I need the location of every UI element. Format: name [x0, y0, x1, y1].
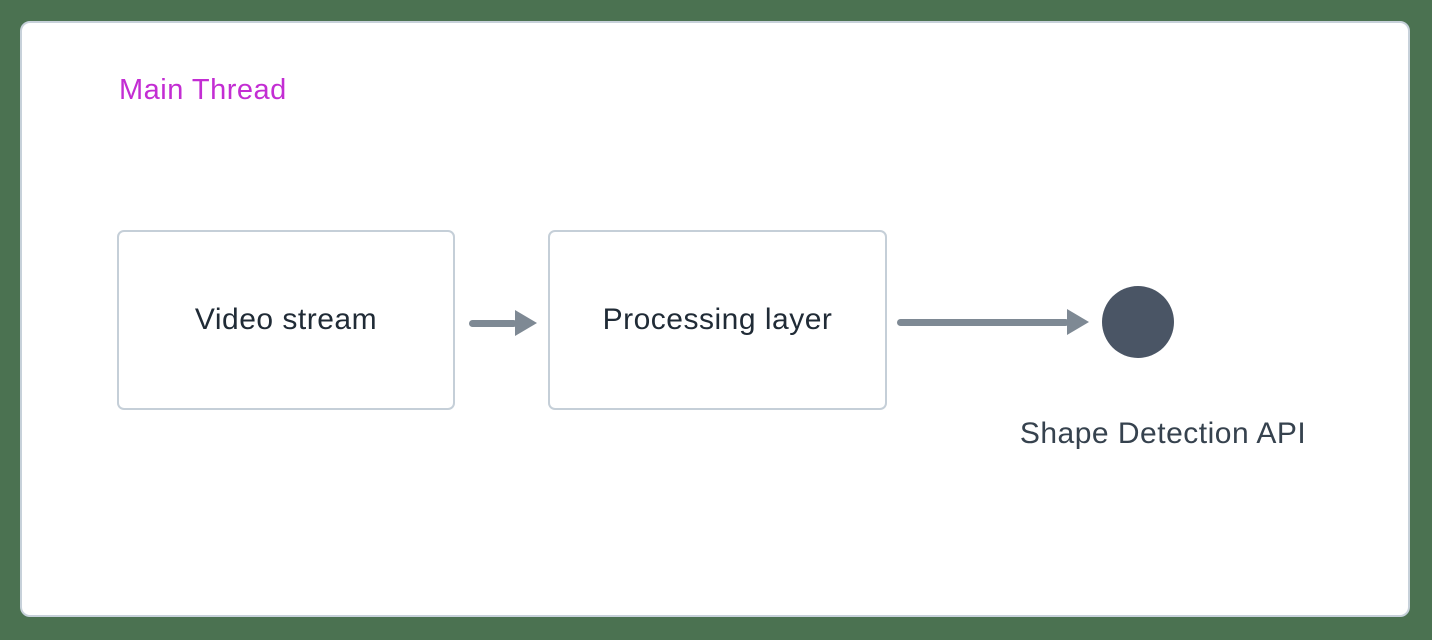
node-video-stream-label: Video stream: [194, 303, 378, 336]
main-thread-label: Main Thread: [119, 74, 287, 106]
arrow-processing-to-api: [897, 309, 1089, 335]
arrow-video-to-processing: [469, 310, 537, 336]
arrow-shaft: [469, 319, 517, 327]
arrow-shaft: [897, 318, 1069, 326]
node-video-stream: Video stream: [117, 230, 455, 410]
shape-detection-circle-icon: [1102, 286, 1174, 358]
arrow-head-icon: [515, 310, 537, 336]
arrow-head-icon: [1067, 309, 1089, 335]
node-processing-layer: Processing layer: [548, 230, 887, 410]
shape-detection-api-label: Shape Detection API: [1019, 417, 1307, 450]
main-thread-container: Main Thread Video stream Processing laye…: [20, 21, 1410, 617]
node-processing-layer-label: Processing layer: [602, 303, 833, 336]
